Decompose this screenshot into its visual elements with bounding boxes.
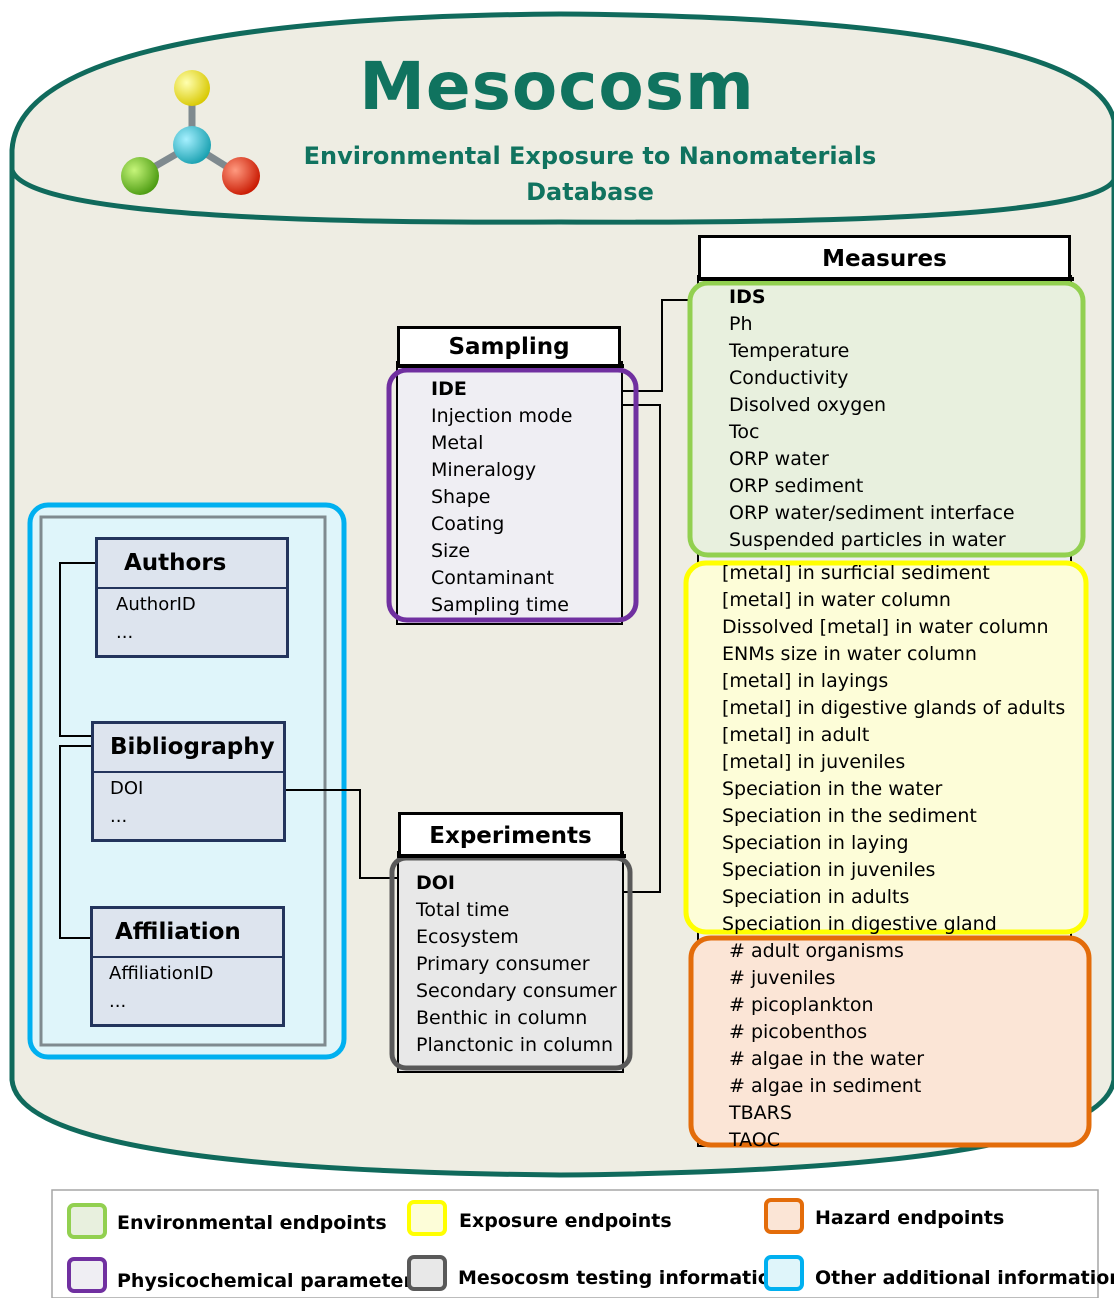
environmental-field: Disolved oxygen [729, 394, 887, 416]
legend-label-environmental: Environmental endpoints [117, 1212, 387, 1234]
environmental-field: Suspended particles in water [729, 529, 1006, 551]
sampling-field: Mineralogy [431, 459, 537, 481]
hazard-group-frame [688, 935, 1092, 1148]
exposure-field: [metal] in adult [722, 724, 870, 746]
exposure-field: [metal] in surficial sediment [722, 562, 990, 584]
hazard-field: TBARS [729, 1102, 792, 1124]
experiments-field: Secondary consumer [416, 980, 617, 1002]
sampling-body-frame [396, 361, 623, 625]
affiliation-entity-body: AffiliationID ... [90, 956, 285, 1027]
environmental-field: Conductivity [729, 367, 849, 389]
affiliation-entity-header: Affiliation [90, 906, 285, 958]
affiliation-field: AffiliationID [109, 963, 214, 984]
experiments-field: Ecosystem [416, 926, 519, 948]
environmental-field: Temperature [729, 340, 850, 362]
hazard-field: # algae in sediment [729, 1075, 922, 1097]
hazard-field: # adult organisms [729, 940, 904, 962]
experiments-field-list: DOI Total time Ecosystem Primary consume… [416, 870, 617, 1059]
experiments-field: Total time [416, 899, 510, 921]
legend-swatch-environmental [67, 1203, 107, 1239]
molecule-icon [121, 70, 260, 195]
experiments-field: Benthic in column [416, 1007, 588, 1029]
legend-label-other-additional: Other additional information [815, 1267, 1114, 1289]
environmental-field-list: IDS Ph Temperature Conductivity Disolved… [729, 284, 1015, 554]
sampling-field: Injection mode [431, 405, 573, 427]
environmental-group-frame [687, 280, 1086, 558]
exposure-field: Speciation in digestive gland [722, 913, 997, 935]
experiments-field: Planctonic in column [416, 1034, 614, 1056]
authors-entity-header: Authors [95, 537, 289, 589]
hazard-field: # juveniles [729, 967, 836, 989]
authors-entity-body: AuthorID ... [95, 587, 289, 658]
sampling-field: Shape [431, 486, 491, 508]
authors-field: ... [116, 622, 134, 643]
hazard-field-list: # adult organisms # juveniles # picoplan… [729, 938, 924, 1154]
bibliography-field: ... [110, 806, 128, 827]
experiments-body-frame [397, 851, 624, 1073]
measures-table-header: Measures [698, 235, 1074, 281]
exposure-field: [metal] in juveniles [722, 751, 906, 773]
page-subtitle: Environmental Exposure to Nanomaterials … [0, 138, 1114, 210]
exposure-field: [metal] in water column [722, 589, 951, 611]
exposure-field: Speciation in juveniles [722, 859, 936, 881]
sampling-field: Metal [431, 432, 484, 454]
experiments-field-doi: DOI [416, 872, 455, 894]
exposure-field: Dissolved [metal] in water column [722, 616, 1049, 638]
environmental-field: ORP water/sediment interface [729, 502, 1015, 524]
page-subtitle-line1: Environmental Exposure to Nanomaterials [303, 142, 877, 170]
legend-frame [51, 1189, 1099, 1298]
authors-field: AuthorID [116, 594, 196, 615]
legend-swatch-other-additional [764, 1255, 804, 1291]
sampling-table-header: Sampling [397, 326, 624, 368]
environmental-field: Toc [729, 421, 760, 443]
legend-swatch-physicochemical [67, 1257, 107, 1293]
other-info-inner-frame [39, 515, 327, 1047]
measures-field-ids: IDS [729, 286, 766, 308]
exposure-field: [metal] in layings [722, 670, 889, 692]
sampling-field: Contaminant [431, 567, 554, 589]
experiments-highlight-frame [389, 855, 633, 1071]
affiliation-field: ... [109, 991, 127, 1012]
exposure-field: Speciation in the sediment [722, 805, 977, 827]
exposure-group-frame [683, 560, 1089, 935]
environmental-field: ORP sediment [729, 475, 864, 497]
hazard-field: # picoplankton [729, 994, 874, 1016]
bibliography-entity-body: DOI ... [91, 771, 286, 842]
sampling-field: Coating [431, 513, 505, 535]
environmental-field: ORP water [729, 448, 829, 470]
legend-label-hazard: Hazard endpoints [815, 1207, 1005, 1229]
exposure-field: [metal] in digestive glands of adults [722, 697, 1066, 719]
exposure-field: ENMs size in water column [722, 643, 977, 665]
hazard-field: # algae in the water [729, 1048, 925, 1070]
legend-swatch-exposure [407, 1200, 447, 1236]
exposure-field: Speciation in the water [722, 778, 943, 800]
experiments-table-header: Experiments [398, 812, 626, 858]
legend-label-mesocosm-testing: Mesocosm testing information [458, 1267, 785, 1289]
bibliography-entity-header: Bibliography [91, 721, 286, 773]
page-subtitle-line2: Database [526, 178, 654, 206]
exposure-field: Speciation in adults [722, 886, 910, 908]
legend-swatch-hazard [764, 1198, 804, 1234]
hazard-field: # picobenthos [729, 1021, 868, 1043]
legend-swatch-mesocosm-testing [407, 1255, 447, 1291]
bibliography-field: DOI [110, 778, 144, 799]
sampling-field-ide: IDE [431, 378, 467, 400]
experiments-field: Primary consumer [416, 953, 590, 975]
exposure-field: Speciation in laying [722, 832, 909, 854]
legend-label-physicochemical: Physicochemical parameters [117, 1270, 425, 1292]
environmental-field: Ph [729, 313, 753, 335]
sampling-field-list: IDE Injection mode Metal Mineralogy Shap… [431, 376, 572, 619]
legend-label-exposure: Exposure endpoints [459, 1210, 672, 1232]
exposure-field-list: [metal] in surficial sediment [metal] in… [722, 560, 1065, 938]
sampling-field: Sampling time [431, 594, 569, 616]
hazard-field: TAOC [729, 1129, 781, 1151]
sampling-field: Size [431, 540, 471, 562]
page-title: Mesocosm [359, 48, 755, 125]
sampling-highlight-frame [386, 367, 639, 623]
